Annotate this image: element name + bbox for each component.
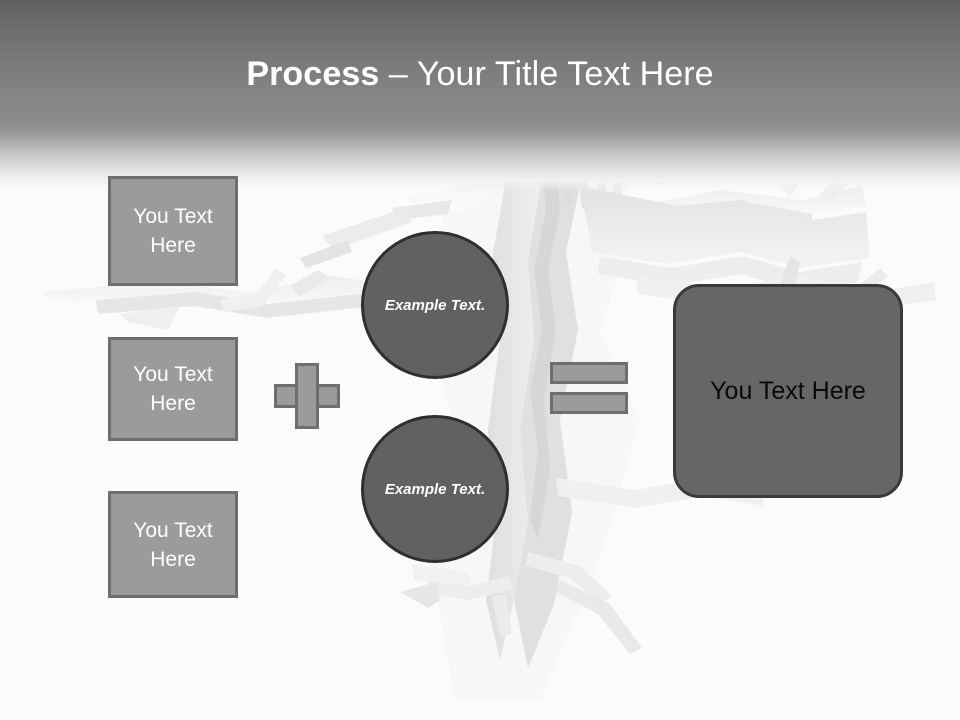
page-title-bold: Process	[246, 55, 380, 93]
example-circle-1[interactable]: Example Text.	[361, 231, 509, 379]
input-box-1-label: You Text Here	[133, 205, 213, 257]
equals-bottom-bar	[550, 392, 628, 414]
page-title-rest: – Your Title Text Here	[379, 55, 714, 93]
example-circle-1-label: Example Text.	[384, 296, 486, 314]
page-title: Process – Your Title Text Here	[0, 52, 960, 96]
input-box-3-label: You Text Here	[133, 518, 213, 571]
input-box-1[interactable]: You Text Here	[108, 176, 238, 286]
plus-operator-icon	[274, 363, 340, 429]
equals-top-bar	[550, 362, 628, 384]
result-box-label: You Text Here	[710, 377, 866, 405]
example-circle-2-label: Example Text.	[384, 480, 486, 498]
input-box-2[interactable]: You Text Here	[108, 337, 238, 441]
result-box[interactable]: You Text Here	[673, 284, 903, 498]
input-box-2-label: You Text Here	[133, 363, 213, 415]
plus-center-patch	[298, 387, 316, 405]
input-box-3[interactable]: You Text Here	[108, 491, 238, 598]
example-circle-2[interactable]: Example Text.	[361, 415, 509, 563]
equals-operator-icon	[550, 362, 628, 414]
